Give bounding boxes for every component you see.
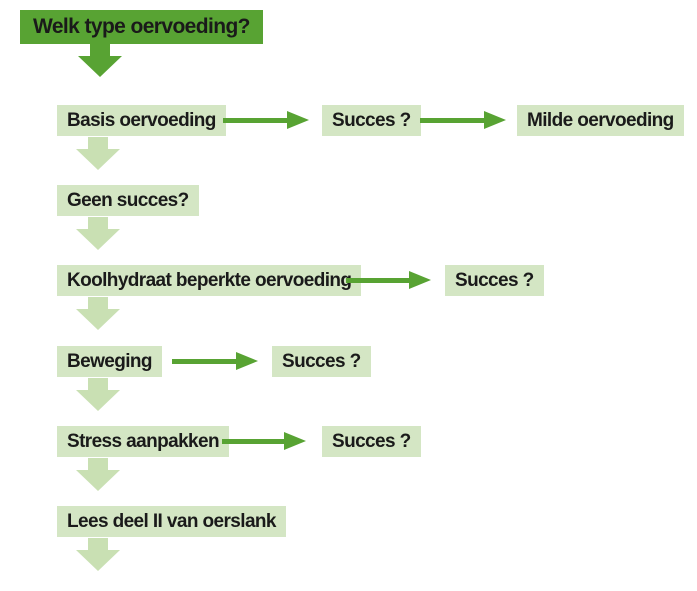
arrow-head (287, 111, 309, 129)
flow-arrow-right-icon (172, 352, 258, 370)
arrow-head (236, 352, 258, 370)
flow-arrow-right-icon (346, 271, 431, 289)
arrow-stem (90, 44, 110, 56)
arrow-head (76, 229, 120, 250)
flow-arrow-right-icon (420, 111, 506, 129)
arrow-stem (88, 297, 108, 309)
node-succes-2: Succes ? (445, 265, 544, 296)
arrow-stem (88, 378, 108, 390)
flow-arrow-down-icon (76, 378, 120, 411)
arrow-head (409, 271, 431, 289)
arrow-shaft (223, 117, 287, 123)
flow-arrow-down-icon (76, 297, 120, 330)
node-stress-aanpakken: Stress aanpakken (57, 426, 229, 457)
node-milde-oervoeding: Milde oervoeding (517, 105, 684, 136)
arrow-head (284, 432, 306, 450)
arrow-shaft (420, 117, 484, 123)
node-geen-succes: Geen succes? (57, 185, 199, 216)
arrow-stem (88, 538, 108, 550)
arrow-shaft (222, 438, 284, 444)
flow-arrow-right-icon (222, 432, 306, 450)
flow-arrow-down-icon (76, 137, 120, 170)
node-succes-1: Succes ? (322, 105, 421, 136)
arrow-shaft (172, 358, 236, 364)
arrow-stem (88, 217, 108, 229)
flow-arrow-right-icon (223, 111, 309, 129)
arrow-head (76, 309, 120, 330)
arrow-stem (88, 458, 108, 470)
node-beweging: Beweging (57, 346, 162, 377)
node-succes-3: Succes ? (272, 346, 371, 377)
arrow-head (76, 149, 120, 170)
flow-arrow-down-icon (76, 538, 120, 571)
arrow-head (78, 56, 122, 77)
flow-arrow-down-icon (76, 217, 120, 250)
arrow-shaft (346, 277, 409, 283)
node-succes-4: Succes ? (322, 426, 421, 457)
arrow-head (484, 111, 506, 129)
node-koolhydraat-beperkte-oervoeding: Koolhydraat beperkte oervoeding (57, 265, 362, 296)
arrow-head (76, 550, 120, 571)
arrow-head (76, 470, 120, 491)
arrow-head (76, 390, 120, 411)
arrow-stem (88, 137, 108, 149)
node-welk-type-oervoeding: Welk type oervoeding? (20, 10, 263, 44)
node-lees-deel-II-van-oerslank: Lees deel II van oerslank (57, 506, 286, 537)
node-basis-oervoeding: Basis oervoeding (57, 105, 226, 136)
flow-arrow-down-icon (78, 44, 122, 77)
flow-arrow-down-icon (76, 458, 120, 491)
